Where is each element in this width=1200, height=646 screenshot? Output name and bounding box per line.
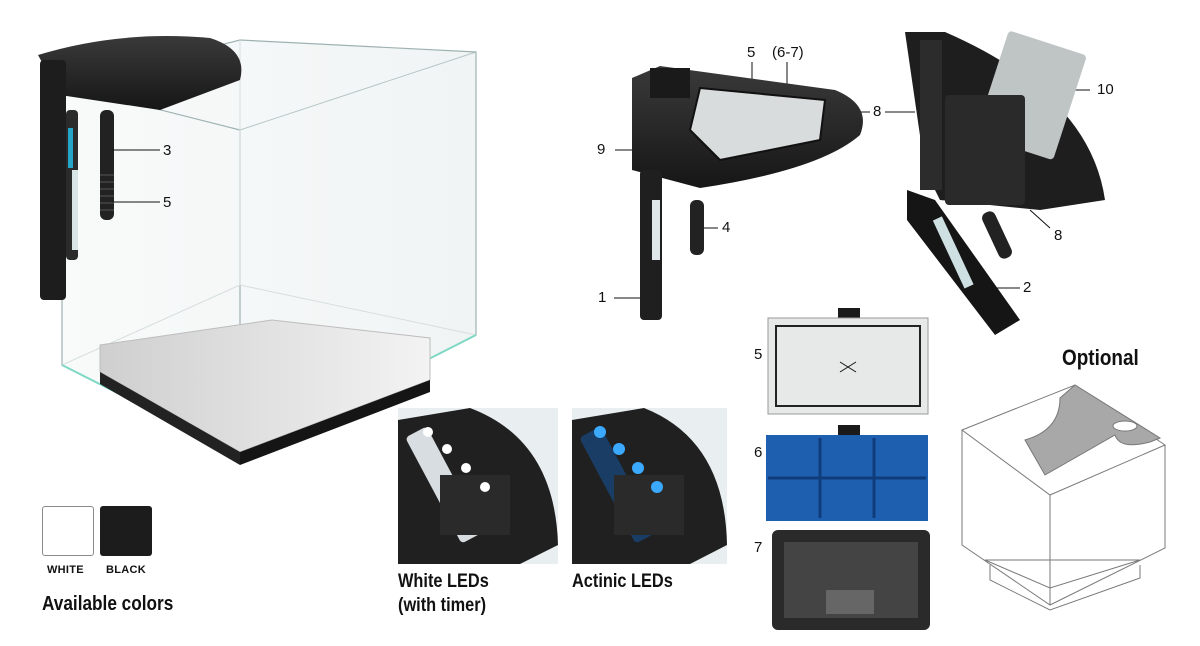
optional-cover-panel — [1024, 384, 1162, 476]
filter-unit-open — [632, 66, 863, 320]
filter-unit-inside — [905, 31, 1105, 335]
callout-5-top: 5 — [747, 44, 756, 61]
callout-10: 10 — [1097, 81, 1114, 98]
available-colors-heading: Available colors — [42, 593, 174, 615]
callout-6: 6 — [754, 444, 763, 461]
white-leds-caption-line2: (with timer) — [398, 595, 487, 616]
filter-tray-7 — [772, 530, 930, 630]
swatch-black — [100, 506, 152, 556]
white-leds-caption-line1: White LEDs — [398, 571, 489, 592]
callout-1: 1 — [598, 289, 607, 306]
actinic-leds-caption: Actinic LEDs — [572, 571, 673, 592]
callout-8-right: 8 — [1054, 227, 1063, 244]
callout-8-top: 8 — [873, 103, 882, 120]
white-leds-photo — [398, 408, 558, 564]
swatch-white-label: WHITE — [47, 564, 84, 576]
filter-cartridge-5 — [767, 308, 929, 415]
aquarium-stand — [99, 319, 431, 465]
filter-foam-6 — [766, 425, 928, 521]
callout-3: 3 — [163, 142, 172, 159]
callout-5-media: 5 — [754, 346, 763, 363]
swatch-black-label: BLACK — [106, 564, 146, 576]
callout-6-7: (6-7) — [772, 44, 804, 61]
callout-5-main: 5 — [163, 194, 172, 211]
optional-cover-drawing — [960, 384, 1167, 611]
callout-9: 9 — [597, 141, 606, 158]
optional-heading: Optional — [1062, 345, 1139, 370]
callout-4: 4 — [722, 219, 731, 236]
callout-7: 7 — [754, 539, 763, 556]
hood-filter-main — [38, 36, 242, 300]
callout-2: 2 — [1023, 279, 1032, 296]
actinic-leds-photo — [572, 408, 727, 564]
swatch-white — [42, 506, 94, 556]
